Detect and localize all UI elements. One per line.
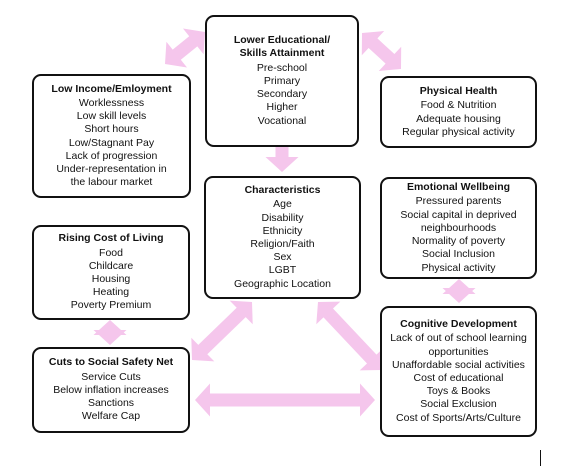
cost-of-living-item: Poverty Premium [70, 299, 152, 312]
cost-of-living-box: Rising Cost of Living Food Childcare Hou… [32, 225, 190, 320]
arrow-cost-safetynet [93, 320, 127, 345]
income-box: Low Income/Emloyment Worklessness Low sk… [32, 74, 191, 198]
safety-net-item: Service Cuts [81, 370, 141, 383]
income-item: Low skill levels [76, 110, 147, 123]
education-item: Primary [263, 74, 301, 87]
arrow-education-physical [361, 31, 402, 71]
cost-of-living-item: Childcare [88, 259, 134, 272]
arrow-safetynet-cognitive [195, 383, 375, 417]
cognitive-development-item: Unaffordable social activities [392, 358, 525, 371]
physical-health-item: Food & Nutrition [420, 99, 497, 112]
cognitive-development-title: Cognitive Development [400, 318, 517, 331]
characteristics-item: Ethnicity [262, 224, 303, 237]
safety-net-item: Sanctions [87, 397, 135, 410]
cost-of-living-item: Housing [91, 273, 131, 285]
income-item: Short hours [84, 123, 139, 136]
education-item: Vocational [257, 114, 307, 127]
income-item: Lack of progression [65, 149, 158, 162]
cost-of-living-title: Rising Cost of Living [58, 232, 164, 245]
emotional-wellbeing-item: Social capital in deprived neighbourhood… [400, 208, 517, 234]
safety-net-box: Cuts to Social Safety Net Service Cuts B… [32, 347, 190, 433]
education-item: Pre-school [256, 61, 308, 74]
safety-net-item: Below inflation increases [53, 383, 169, 396]
education-box: Lower Educational/ Skills Attainment Pre… [205, 15, 359, 147]
cognitive-development-box: Cognitive Development Lack of out of sch… [380, 306, 537, 437]
safety-net-item: Welfare Cap [81, 410, 141, 423]
physical-health-box: Physical Health Food & Nutrition Adequat… [380, 76, 537, 148]
cost-of-living-item: Heating [92, 286, 130, 299]
characteristics-title: Characteristics [244, 184, 321, 197]
education-item: Secondary [256, 88, 308, 101]
income-item: Low/Stagnant Pay [68, 136, 155, 149]
characteristics-item: Age [273, 198, 292, 211]
education-item: Higher [266, 101, 298, 114]
education-title: Lower Educational/ Skills Attainment [233, 34, 331, 60]
arrow-characteristics-safetynet [191, 300, 253, 362]
emotional-wellbeing-item: Pressured parents [415, 195, 502, 208]
characteristics-item: LGBT [268, 264, 297, 277]
cognitive-development-item: Cost of Sports/Arts/Culture [396, 411, 521, 424]
characteristics-item: Geographic Location [234, 277, 331, 290]
arrow-characteristics-cognitive [316, 301, 384, 371]
physical-health-item: Regular physical activity [402, 125, 515, 138]
cost-of-living-item: Food [99, 246, 123, 259]
characteristics-box: Characteristics Age Disability Ethnicity… [204, 176, 361, 299]
divider-line [540, 450, 541, 466]
cognitive-development-item: Cost of educational Toys & Books [413, 372, 504, 398]
income-item: Under-representation in the labour marke… [56, 162, 167, 189]
characteristics-item: Religion/Faith [250, 238, 315, 250]
cognitive-development-item: Social Exclusion [420, 398, 497, 411]
emotional-wellbeing-box: Emotional Wellbeing Pressured parents So… [380, 177, 537, 279]
income-title: Low Income/Emloyment [51, 82, 172, 95]
income-item: Worklessness [78, 96, 145, 109]
physical-health-title: Physical Health [419, 85, 498, 98]
emotional-wellbeing-title: Emotional Wellbeing [406, 181, 511, 194]
arrow-emotional-cognitive [442, 279, 476, 303]
emotional-wellbeing-item: Social Inclusion [422, 248, 495, 261]
emotional-wellbeing-item: Physical activity [421, 261, 496, 274]
safety-net-title: Cuts to Social Safety Net [48, 356, 174, 369]
characteristics-item: Sex [273, 251, 292, 264]
characteristics-item: Disability [261, 211, 304, 224]
arrow-education-income [165, 28, 205, 68]
emotional-wellbeing-item: Normality of poverty [411, 235, 506, 248]
physical-health-item: Adequate housing [416, 112, 501, 125]
cognitive-development-item: Lack of out of school learning opportuni… [390, 332, 527, 358]
